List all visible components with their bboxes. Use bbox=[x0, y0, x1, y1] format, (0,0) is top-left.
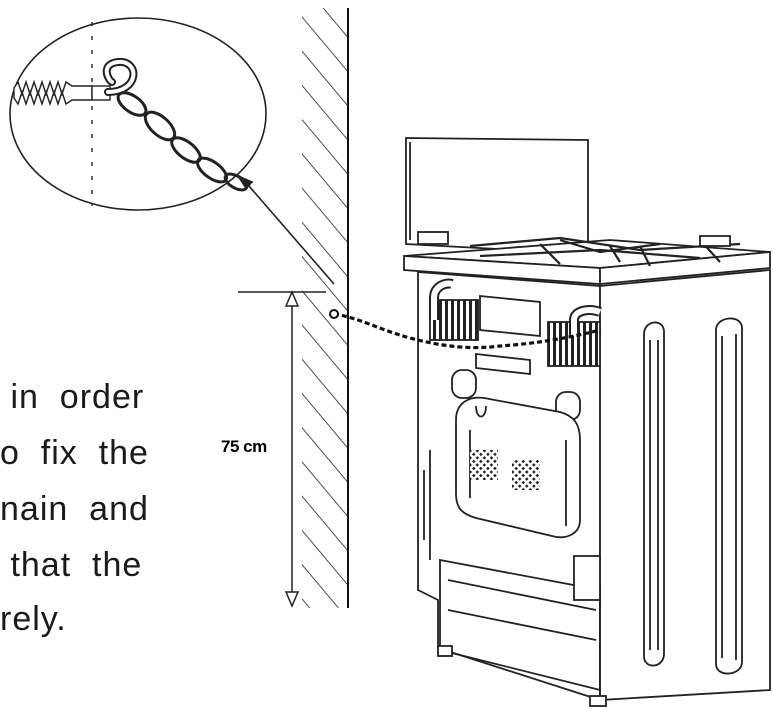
caption-line-5: rely. bbox=[0, 600, 67, 638]
caption-line-4: that the bbox=[0, 546, 143, 584]
detail-pointer bbox=[235, 174, 335, 285]
caption-line-1: in order bbox=[0, 378, 145, 416]
wall-anchor bbox=[13, 79, 111, 107]
cooker bbox=[403, 137, 771, 707]
safety-chain bbox=[333, 312, 601, 350]
caption-line-2: o fix the bbox=[0, 434, 149, 472]
wall bbox=[290, 0, 349, 709]
detail-magnifier bbox=[9, 17, 267, 211]
height-label: 75 cm bbox=[221, 437, 267, 456]
caption-line-3: nain and bbox=[0, 490, 149, 528]
height-dimension bbox=[238, 290, 326, 608]
